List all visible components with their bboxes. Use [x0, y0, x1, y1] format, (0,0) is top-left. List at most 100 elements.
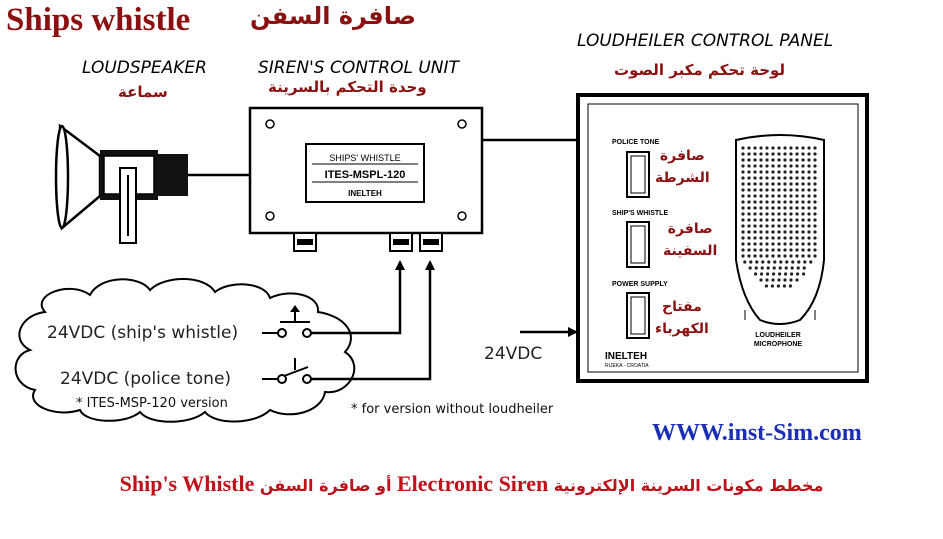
grille-hole — [778, 272, 782, 276]
grille-hole — [771, 164, 775, 168]
grille-hole — [741, 206, 745, 210]
grille-hole — [741, 170, 745, 174]
grille-hole — [765, 230, 769, 234]
grille-hole — [801, 248, 805, 252]
grille-hole — [777, 224, 781, 228]
grille-hole — [807, 206, 811, 210]
grille-hole — [777, 212, 781, 216]
grille-hole — [760, 272, 764, 276]
grille-hole — [795, 182, 799, 186]
grille-hole — [747, 200, 751, 204]
grille-hole — [759, 236, 763, 240]
loudheiler-control-panel — [576, 93, 869, 383]
grille-hole — [813, 230, 817, 234]
grille-hole — [741, 230, 745, 234]
grille-hole — [748, 266, 752, 270]
grille-hole — [777, 188, 781, 192]
grille-hole — [795, 254, 799, 258]
grille-hole — [741, 152, 745, 156]
grille-hole — [807, 230, 811, 234]
grille-hole — [795, 224, 799, 228]
grille-hole — [765, 206, 769, 210]
grille-hole — [753, 182, 757, 186]
grille-hole — [783, 176, 787, 180]
grille-hole — [801, 224, 805, 228]
grille-hole — [795, 146, 799, 150]
grille-hole — [765, 242, 769, 246]
grille-hole — [759, 254, 763, 258]
grille-hole — [764, 284, 769, 288]
grille-hole — [801, 176, 805, 180]
grille-hole — [790, 272, 794, 276]
grille-hole — [759, 206, 763, 210]
grille-hole — [766, 266, 770, 270]
grille-hole — [807, 194, 811, 198]
switch-ships-whistle — [262, 260, 405, 338]
grille-hole — [813, 254, 817, 258]
grille-hole — [777, 218, 781, 222]
grille-hole — [743, 260, 747, 264]
grille-hole — [753, 188, 757, 192]
grille-hole — [754, 272, 758, 276]
switch-police-tone — [262, 260, 435, 384]
grille-hole — [807, 188, 811, 192]
grille-hole — [801, 158, 805, 162]
grille-hole — [771, 218, 775, 222]
grille-hole — [747, 188, 751, 192]
switch-label-ships-whistle: SHIP'S WHISTLE — [612, 210, 668, 217]
grille-hole — [801, 146, 805, 150]
grille-hole — [801, 236, 805, 240]
grille-hole — [741, 236, 745, 240]
grille-hole — [790, 266, 794, 270]
grille-hole — [765, 182, 769, 186]
grille-hole — [765, 176, 769, 180]
grille-hole — [765, 278, 769, 282]
grille-hole — [765, 164, 769, 168]
grille-hole — [776, 284, 781, 288]
grille-hole — [801, 164, 805, 168]
grille-hole — [807, 218, 811, 222]
grille-hole — [760, 266, 764, 270]
grille-hole — [741, 194, 745, 198]
grille-hole — [741, 224, 745, 228]
grille-hole — [778, 266, 782, 270]
grille-hole — [747, 242, 751, 246]
grille-hole — [813, 242, 817, 246]
grille-hole — [741, 254, 745, 258]
grille-hole — [783, 230, 787, 234]
grille-hole — [795, 206, 799, 210]
grille-hole — [765, 170, 769, 174]
grille-hole — [777, 230, 781, 234]
grille-hole — [789, 248, 793, 252]
grille-hole — [783, 152, 787, 156]
grille-hole — [788, 284, 793, 288]
grille-hole — [789, 278, 793, 282]
grille-hole — [801, 242, 805, 246]
loudheiler-note: * for version without loudheiler — [351, 402, 554, 417]
grille-hole — [807, 152, 811, 156]
grille-hole — [759, 188, 763, 192]
grille-hole — [795, 230, 799, 234]
grille-hole — [813, 146, 817, 150]
grille-hole — [783, 254, 787, 258]
website-link[interactable]: WWW.inst-Sim.com — [652, 420, 862, 446]
grille-hole — [765, 212, 769, 216]
grille-hole — [783, 218, 787, 222]
panel-label-arabic: لوحة تحكم مكبر الصوت — [614, 61, 786, 79]
grille-hole — [803, 260, 807, 264]
siren-control-unit — [248, 106, 484, 252]
input-ships-whistle: 24VDC (ship's whistle) — [47, 323, 239, 343]
grille-hole — [772, 272, 776, 276]
grille-hole — [813, 152, 817, 156]
grille-hole — [753, 242, 757, 246]
grille-hole — [795, 152, 799, 156]
grille-hole — [783, 206, 787, 210]
grille-hole — [813, 194, 817, 198]
grille-hole — [801, 254, 805, 258]
grille-hole — [789, 206, 793, 210]
grille-hole — [753, 224, 757, 228]
grille-hole — [777, 158, 781, 162]
panel-brand: INELTEH — [605, 351, 647, 362]
grille-hole — [771, 158, 775, 162]
